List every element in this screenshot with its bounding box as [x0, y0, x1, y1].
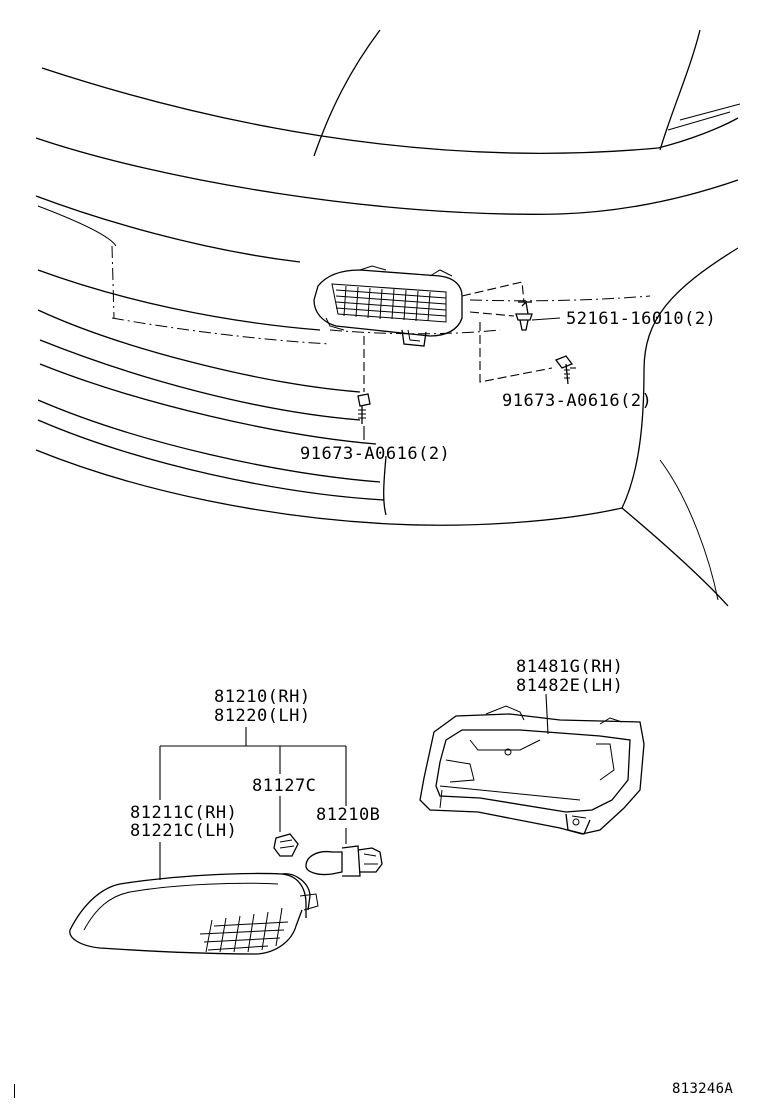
callout-lens-rh: 81211C(RH): [130, 803, 238, 823]
vehicle-body-outline: [35, 29, 741, 607]
callout-bracket-lh: 81482E(LH): [516, 676, 624, 696]
bracket-leader: [545, 693, 549, 735]
side-marker-lamp: [313, 265, 463, 347]
screw-91673-right: [554, 355, 574, 385]
callout-clip: 52161-16010(2): [566, 309, 717, 329]
callout-bulb: 81210B: [316, 805, 381, 825]
callout-lamp-assy-rh: 81210(RH): [214, 687, 311, 707]
callout-screw-right: 91673-A0616(2): [502, 391, 653, 411]
figure-id: 813246A: [672, 1081, 734, 1097]
callout-screw-left: 91673-A0616(2): [300, 444, 451, 464]
callout-lens-lh: 81221C(LH): [130, 821, 238, 841]
fog-lamp-lens-housing: [69, 872, 319, 955]
lamp-assembly-bracket-tree: [159, 727, 347, 880]
bulb-81210b: [305, 845, 383, 877]
bulb-socket-81127c: [273, 833, 299, 857]
clip-52161: [515, 300, 533, 331]
callout-lamp-assy-lh: 81220(LH): [214, 706, 311, 726]
leader-lines-upper: [363, 281, 576, 440]
fog-lamp-bracket: [419, 705, 645, 835]
callout-bracket-rh: 81481G(RH): [516, 657, 624, 677]
callout-bulb-socket: 81127C: [252, 776, 317, 796]
screw-91673-left: [357, 393, 371, 424]
corner-mark: [14, 1084, 15, 1098]
